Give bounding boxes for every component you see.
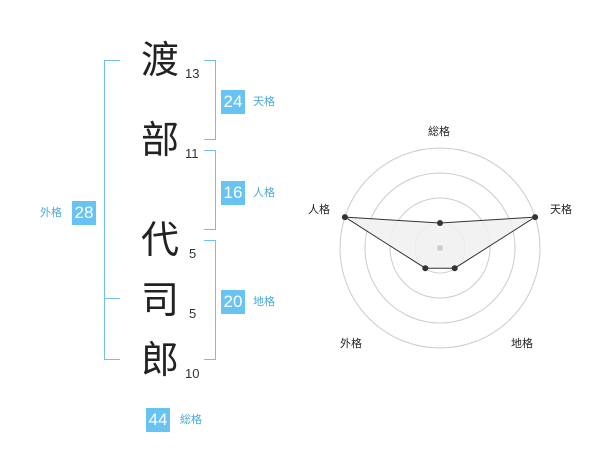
radar-ring-4 [339, 147, 541, 349]
chikaku-label: 地格 [253, 295, 275, 308]
gaikaku-bracket-tick [104, 298, 120, 299]
soukaku-value-badge: 44 [146, 408, 170, 432]
radar-label-soukaku: 総格 [428, 125, 450, 138]
radar-label-tenkaku: 天格 [550, 203, 572, 216]
jinkaku-value-badge: 16 [221, 181, 245, 205]
gaikaku-value-badge: 28 [72, 201, 96, 225]
radar-area [344, 216, 536, 269]
stroke-count-2: 11 [185, 146, 199, 161]
name-char-1: 渡 [140, 38, 179, 82]
jinkaku-bracket [204, 150, 216, 230]
gaikaku-label: 外格 [40, 206, 62, 219]
radar-point-4 [422, 265, 429, 272]
name-char-3: 代 [140, 218, 179, 262]
name-char-2: 部 [140, 118, 179, 162]
radar-label-chikaku: 地格 [511, 337, 533, 350]
stroke-count-3: 5 [189, 246, 197, 261]
radar-point-2 [532, 214, 539, 221]
jinkaku-label: 人格 [253, 186, 275, 199]
tenkaku-bracket [204, 60, 216, 140]
radar-point-3 [451, 265, 458, 272]
radar-label-gaikaku: 外格 [340, 337, 362, 350]
stroke-count-5: 10 [185, 366, 200, 381]
tenkaku-label: 天格 [253, 95, 275, 108]
chikaku-bracket [204, 240, 216, 360]
stroke-count-4: 5 [189, 306, 197, 321]
chikaku-value-badge: 20 [221, 290, 245, 314]
radar-ring-3 [364, 172, 516, 324]
radar-point-1 [437, 220, 443, 226]
name-char-5: 郎 [140, 338, 179, 382]
radar-label-jinkaku: 人格 [308, 203, 330, 216]
radar-center-point [437, 245, 443, 251]
tenkaku-value-badge: 24 [221, 90, 245, 114]
radar-chart [339, 147, 541, 349]
gaikaku-bracket [104, 60, 120, 360]
soukaku-label: 総格 [180, 413, 202, 426]
stroke-count-1: 13 [185, 66, 200, 81]
radar-point-5 [341, 214, 348, 221]
radar-ring-2 [389, 197, 491, 299]
name-char-4: 司 [140, 278, 179, 322]
